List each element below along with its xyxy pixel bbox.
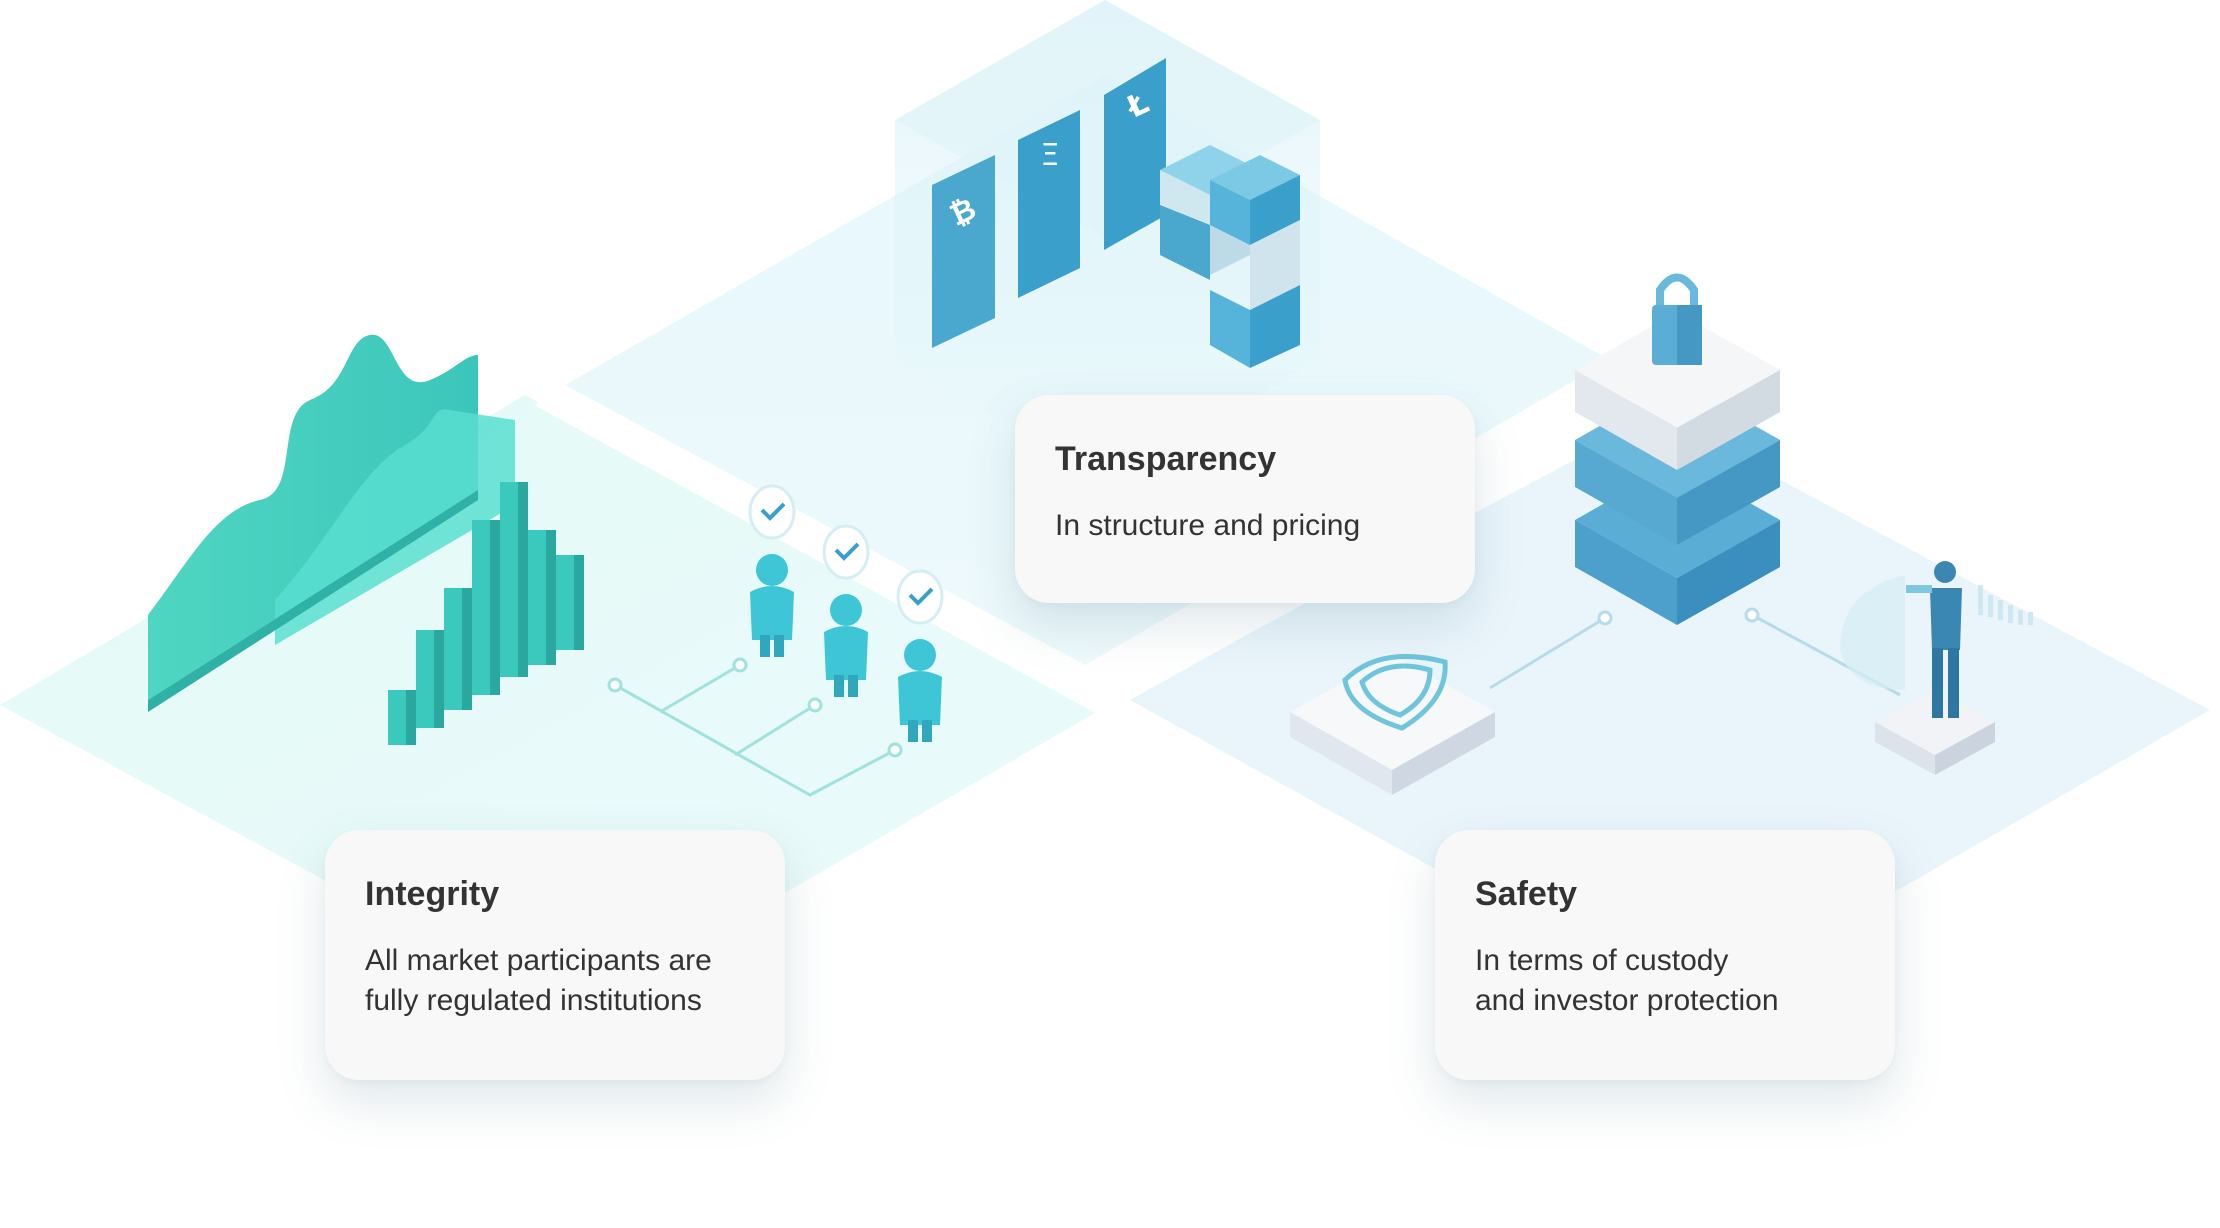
businessman-icon — [1840, 561, 2033, 775]
feature-description: In terms of custody and investor protect… — [1475, 943, 1779, 1018]
feature-description: In structure and pricing — [1055, 508, 1361, 542]
verified-person-icon — [748, 484, 944, 742]
server-stack — [1575, 312, 1780, 625]
feature-card-integrity: Integrity All market participants are fu… — [325, 830, 785, 1080]
circuit-lines — [607, 657, 903, 797]
feature-title: Integrity — [365, 875, 500, 913]
feature-title: Safety — [1475, 875, 1578, 913]
crypto-glass-cube: ₿ Ξ Ł — [895, 0, 1320, 480]
bar-chart-icon — [388, 482, 584, 745]
padlock-icon — [1652, 273, 1702, 365]
ethereum-icon: Ξ — [1041, 138, 1060, 173]
feature-card-transparency: Transparency In structure and pricing — [1015, 395, 1475, 603]
feature-description: All market participants are fully regula… — [365, 943, 712, 1018]
feature-title: Transparency — [1055, 440, 1277, 478]
area-chart-icon — [148, 334, 515, 712]
feature-card-safety: Safety In terms of custody and investor … — [1435, 830, 1895, 1080]
shield-icon — [1342, 654, 1448, 731]
